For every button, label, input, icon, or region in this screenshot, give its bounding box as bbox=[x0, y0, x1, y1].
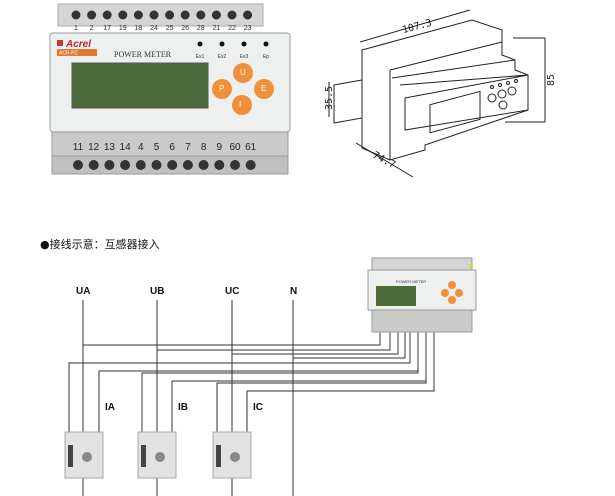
terminal-screw bbox=[198, 160, 209, 170]
current-label-ib: IB bbox=[178, 402, 188, 413]
voltage-wire bbox=[157, 332, 391, 351]
led-label: Ex2 bbox=[218, 54, 227, 60]
mini-meter: POWER METER bbox=[367, 257, 477, 333]
phase-label-ub: UB bbox=[150, 286, 164, 297]
panel-title: POWER METER bbox=[114, 50, 172, 59]
wiring-title: ●接线示意：互感器接入 bbox=[40, 237, 160, 251]
top-terminal-label: 26 bbox=[181, 25, 189, 32]
terminal-screw bbox=[167, 160, 178, 170]
terminal-screw bbox=[227, 10, 237, 20]
ct-wire bbox=[171, 332, 427, 432]
terminal-screw bbox=[104, 160, 115, 170]
voltage-wire bbox=[232, 332, 399, 355]
ct-wire bbox=[246, 332, 435, 432]
model-strip bbox=[57, 49, 97, 56]
terminal-screw bbox=[214, 160, 225, 170]
button-i[interactable] bbox=[232, 95, 252, 115]
terminal-screw bbox=[165, 10, 175, 20]
current-label-ia: IA bbox=[105, 402, 115, 413]
brand-logo-icon bbox=[57, 40, 63, 46]
mini-meter-title: POWER METER bbox=[396, 279, 426, 284]
din-rail bbox=[333, 79, 363, 124]
bottom-terminal-label: 12 bbox=[88, 142, 100, 153]
bottom-terminal-label: 61 bbox=[245, 142, 257, 153]
bottom-terminal-block bbox=[51, 131, 289, 161]
led-indicator bbox=[219, 41, 225, 47]
led-indicator bbox=[197, 41, 203, 47]
terminal-screw bbox=[73, 160, 83, 170]
brand-name: Acrel bbox=[65, 39, 91, 50]
terminal-screw bbox=[230, 160, 240, 170]
led-label: Ep bbox=[263, 54, 269, 60]
bottom-terminal-label: 13 bbox=[104, 142, 116, 153]
top-terminal-label: 24 bbox=[150, 25, 158, 32]
dimension-drawing bbox=[328, 9, 546, 178]
terminal-screw bbox=[71, 10, 81, 20]
phase-label-n: N bbox=[290, 286, 297, 297]
button-p[interactable] bbox=[212, 79, 232, 99]
top-terminal-label: 1 bbox=[74, 25, 78, 32]
terminal-screw bbox=[243, 10, 253, 20]
bottom-terminal-label: 4 bbox=[138, 142, 144, 153]
top-terminal-label: 17 bbox=[103, 25, 111, 32]
bottom-terminal-label: 7 bbox=[185, 142, 191, 153]
terminal-screw bbox=[180, 10, 190, 20]
terminal-screw bbox=[88, 160, 99, 170]
top-terminal-label: 2 bbox=[90, 25, 94, 32]
lcd-screen bbox=[71, 62, 209, 109]
current-label-ic: IC bbox=[253, 402, 263, 413]
button-label: I bbox=[239, 100, 241, 109]
button-u[interactable] bbox=[233, 63, 253, 83]
terminal-screw bbox=[135, 160, 146, 170]
terminal-screw bbox=[211, 10, 221, 20]
phase-label-ua: UA bbox=[76, 286, 90, 297]
bottom-terminal-label: 60 bbox=[229, 142, 241, 153]
bottom-terminal-label: 9 bbox=[217, 142, 223, 153]
button-label: U bbox=[240, 68, 246, 77]
phase-label-uc: UC bbox=[225, 286, 239, 297]
top-terminal-label: 28 bbox=[197, 25, 205, 32]
top-terminal-label: 23 bbox=[244, 25, 252, 32]
bottom-terminal-label: 14 bbox=[120, 142, 132, 153]
top-terminal-label: 22 bbox=[228, 25, 236, 32]
led-indicator bbox=[263, 41, 269, 47]
ct-wire bbox=[216, 332, 427, 432]
led-label: Ex1 bbox=[196, 54, 205, 60]
terminal-screw bbox=[245, 160, 256, 170]
button-label: P bbox=[219, 84, 224, 93]
terminal-screw bbox=[118, 10, 128, 20]
bottom-terminal-label: 8 bbox=[201, 142, 207, 153]
top-terminal-label: 21 bbox=[213, 25, 221, 32]
terminal-screw bbox=[120, 160, 131, 170]
bottom-terminal-label: 11 bbox=[73, 142, 84, 153]
bottom-terminal-label: 5 bbox=[154, 142, 160, 153]
bottom-terminal-label: 6 bbox=[169, 142, 175, 153]
top-terminal-block bbox=[57, 3, 264, 27]
led-indicator bbox=[241, 41, 247, 47]
terminal-screw bbox=[87, 10, 97, 20]
terminal-screw bbox=[149, 10, 159, 20]
model-strip-text: ACR-PZ bbox=[59, 51, 78, 57]
terminal-screw bbox=[151, 160, 162, 170]
terminal-screw bbox=[182, 160, 193, 170]
rail-dimension: 35.5 bbox=[324, 86, 335, 110]
ct-wire bbox=[141, 332, 419, 432]
voltage-wire bbox=[293, 332, 406, 359]
ct-wire bbox=[68, 332, 411, 432]
height-dimension: 85 bbox=[546, 74, 557, 86]
button-label: E bbox=[261, 84, 266, 93]
terminal-screw bbox=[102, 10, 112, 20]
ct-wire bbox=[98, 332, 419, 432]
top-terminal-label: 25 bbox=[166, 25, 174, 32]
led-label: Ex3 bbox=[240, 54, 249, 60]
top-terminal-label: 18 bbox=[135, 25, 143, 32]
button-e[interactable] bbox=[254, 79, 274, 99]
terminal-screw bbox=[196, 10, 206, 20]
terminal-screw bbox=[133, 10, 143, 20]
voltage-wire bbox=[83, 332, 381, 346]
top-terminal-label: 19 bbox=[119, 25, 127, 32]
depth-dimension: 74.7 bbox=[371, 150, 397, 171]
width-dimension: 107.3 bbox=[401, 18, 433, 36]
